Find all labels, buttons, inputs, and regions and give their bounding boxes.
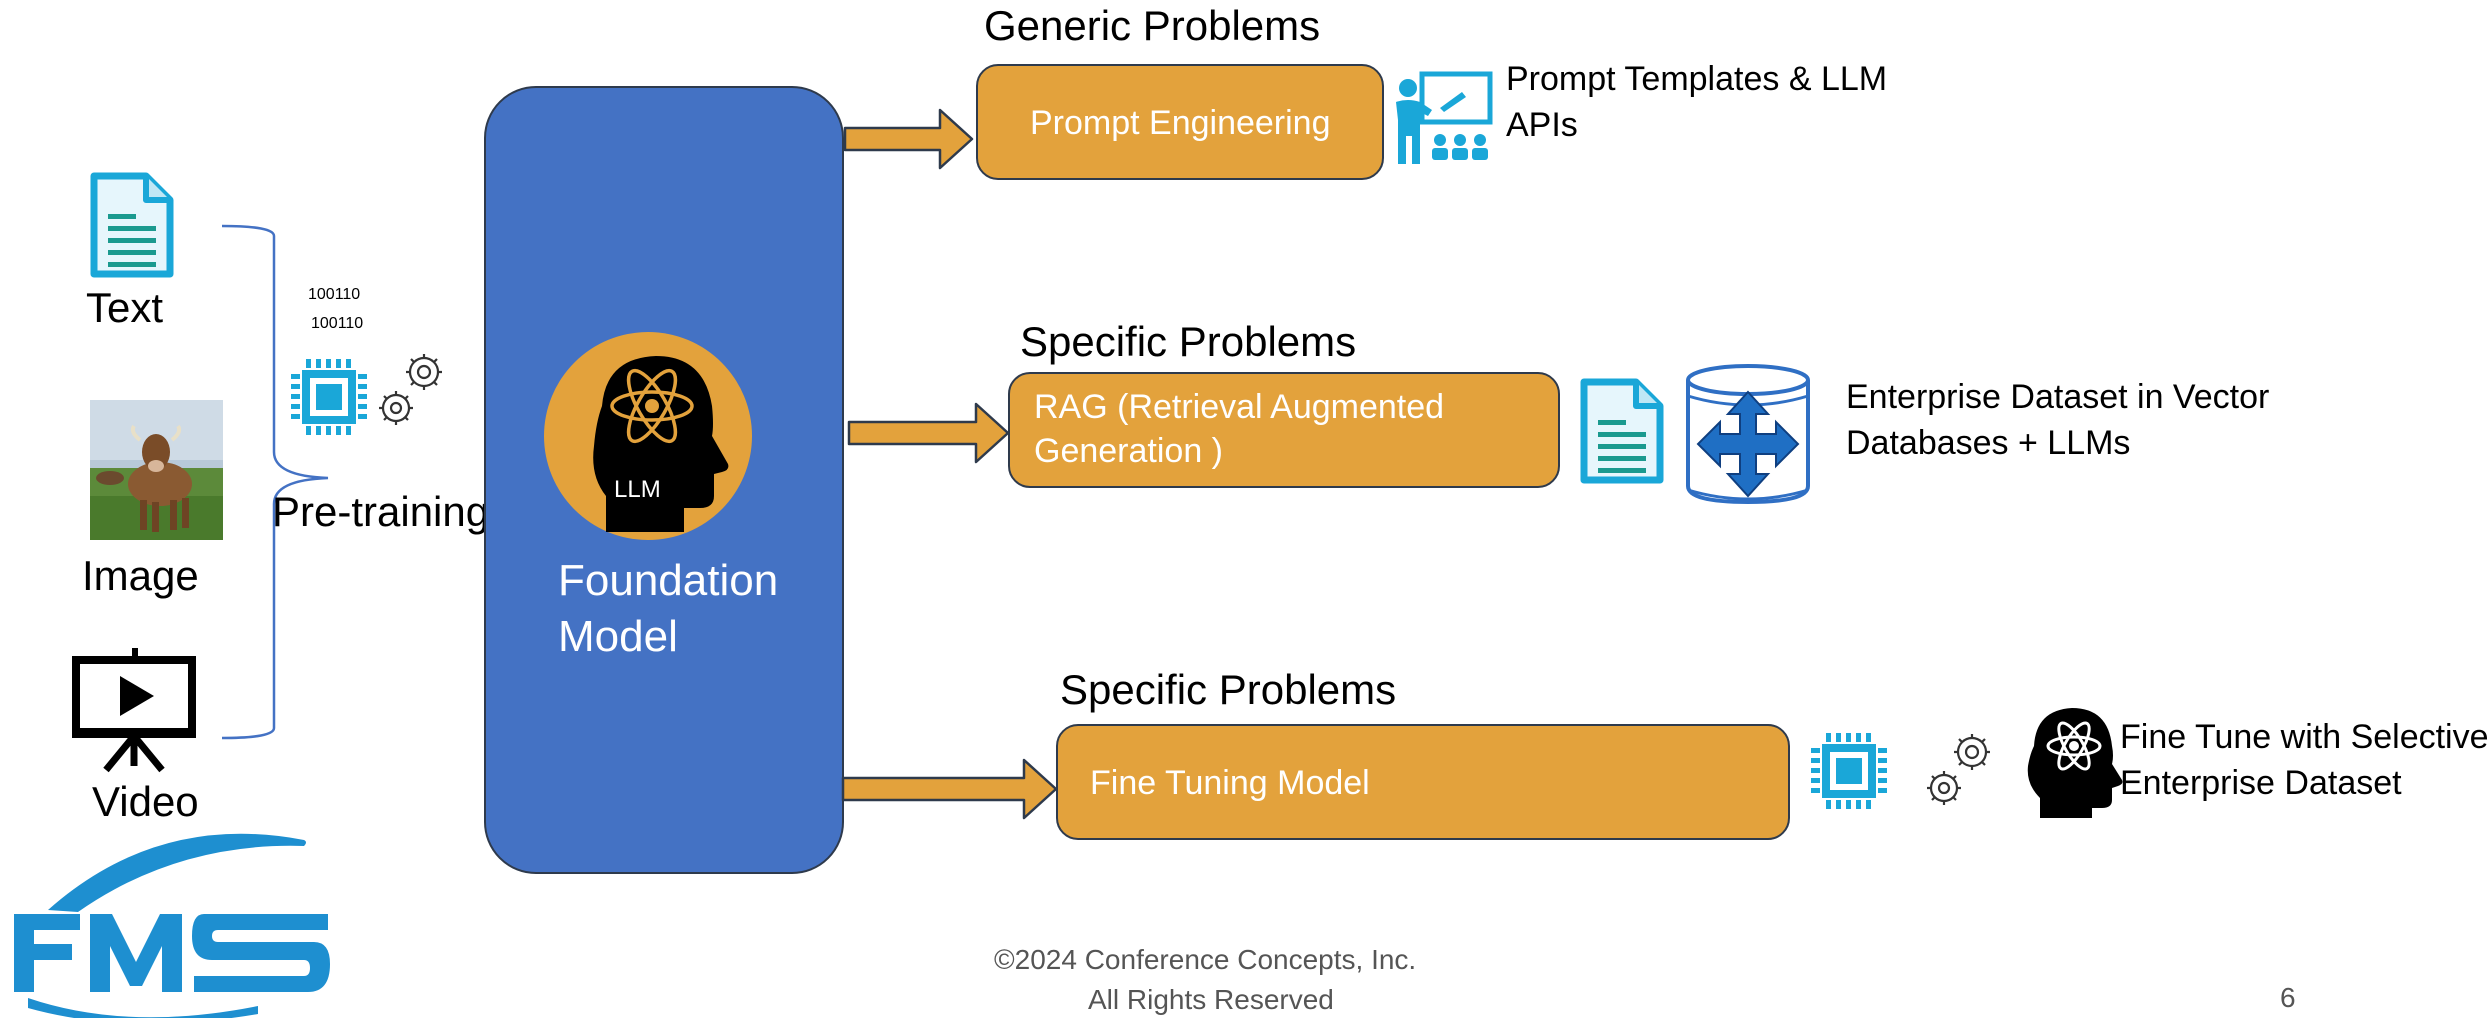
cow-image bbox=[90, 400, 223, 540]
fine-tuning-label: Fine Tuning Model bbox=[1090, 764, 1370, 802]
specific-problems-heading-fine-tuning: Specific Problems bbox=[1060, 666, 1397, 713]
enterprise-dataset-line-2: Databases + LLMs bbox=[1846, 424, 2131, 462]
pretraining-label: Pre-training bbox=[272, 488, 490, 535]
rag-label-line-1: RAG (Retrieval Augmented bbox=[1034, 388, 1445, 426]
llm-badge-label: LLM bbox=[614, 476, 661, 503]
enterprise-dataset-line-1: Enterprise Dataset in Vector bbox=[1846, 378, 2270, 416]
presenter-teaching-icon bbox=[1396, 71, 1493, 164]
vector-database-icon bbox=[1686, 364, 1810, 505]
foundation-title-line-2: Model bbox=[558, 612, 678, 661]
processor-chip-icon bbox=[291, 359, 367, 435]
rag-document-icon bbox=[1580, 378, 1664, 484]
video-presentation-icon bbox=[72, 648, 196, 773]
llm-head-icon bbox=[544, 332, 752, 540]
specific-problems-heading-rag: Specific Problems bbox=[1020, 318, 1357, 365]
arrow-to-prompt-engineering bbox=[843, 108, 974, 170]
image-input-label: Image bbox=[82, 552, 199, 599]
fms-logo bbox=[14, 833, 330, 1018]
foundation-title-line-1: Foundation bbox=[558, 556, 779, 605]
arrow-to-fine-tuning bbox=[841, 758, 1058, 820]
prompt-engineering-box: Prompt Engineering bbox=[976, 64, 1384, 180]
fine-tune-result-line-1: Fine Tune with Selective bbox=[2120, 718, 2489, 756]
fine-tuning-gears-icon bbox=[1927, 734, 1990, 805]
gears-icon bbox=[379, 354, 442, 425]
text-input-label: Text bbox=[86, 284, 164, 331]
prompt-engineering-label: Prompt Engineering bbox=[1030, 104, 1331, 142]
fine-tune-result-line-2: Enterprise Dataset bbox=[2120, 764, 2402, 802]
prompt-templates-line-2: APIs bbox=[1506, 106, 1578, 144]
page-number: 6 bbox=[2280, 982, 2296, 1013]
ai-head-icon bbox=[2027, 708, 2123, 818]
rag-label-line-2: Generation ) bbox=[1034, 432, 1223, 470]
binary-text-2: 100110 bbox=[311, 315, 364, 332]
arrow-to-rag bbox=[847, 402, 1010, 464]
video-input-label: Video bbox=[92, 778, 199, 825]
rag-box: RAG (Retrieval Augmented Generation ) bbox=[1008, 372, 1560, 488]
fine-tuning-chip-icon bbox=[1811, 733, 1887, 809]
binary-text-1: 100110 bbox=[308, 286, 361, 303]
input-group-brace bbox=[221, 224, 329, 740]
copyright-line-2: All Rights Reserved bbox=[1088, 984, 1334, 1015]
generic-problems-heading: Generic Problems bbox=[984, 2, 1321, 49]
text-document-icon bbox=[90, 172, 174, 278]
copyright-line-1: ©2024 Conference Concepts, Inc. bbox=[994, 944, 1417, 975]
prompt-templates-line-1: Prompt Templates & LLM bbox=[1506, 60, 1888, 98]
fine-tuning-box: Fine Tuning Model bbox=[1056, 724, 1790, 840]
